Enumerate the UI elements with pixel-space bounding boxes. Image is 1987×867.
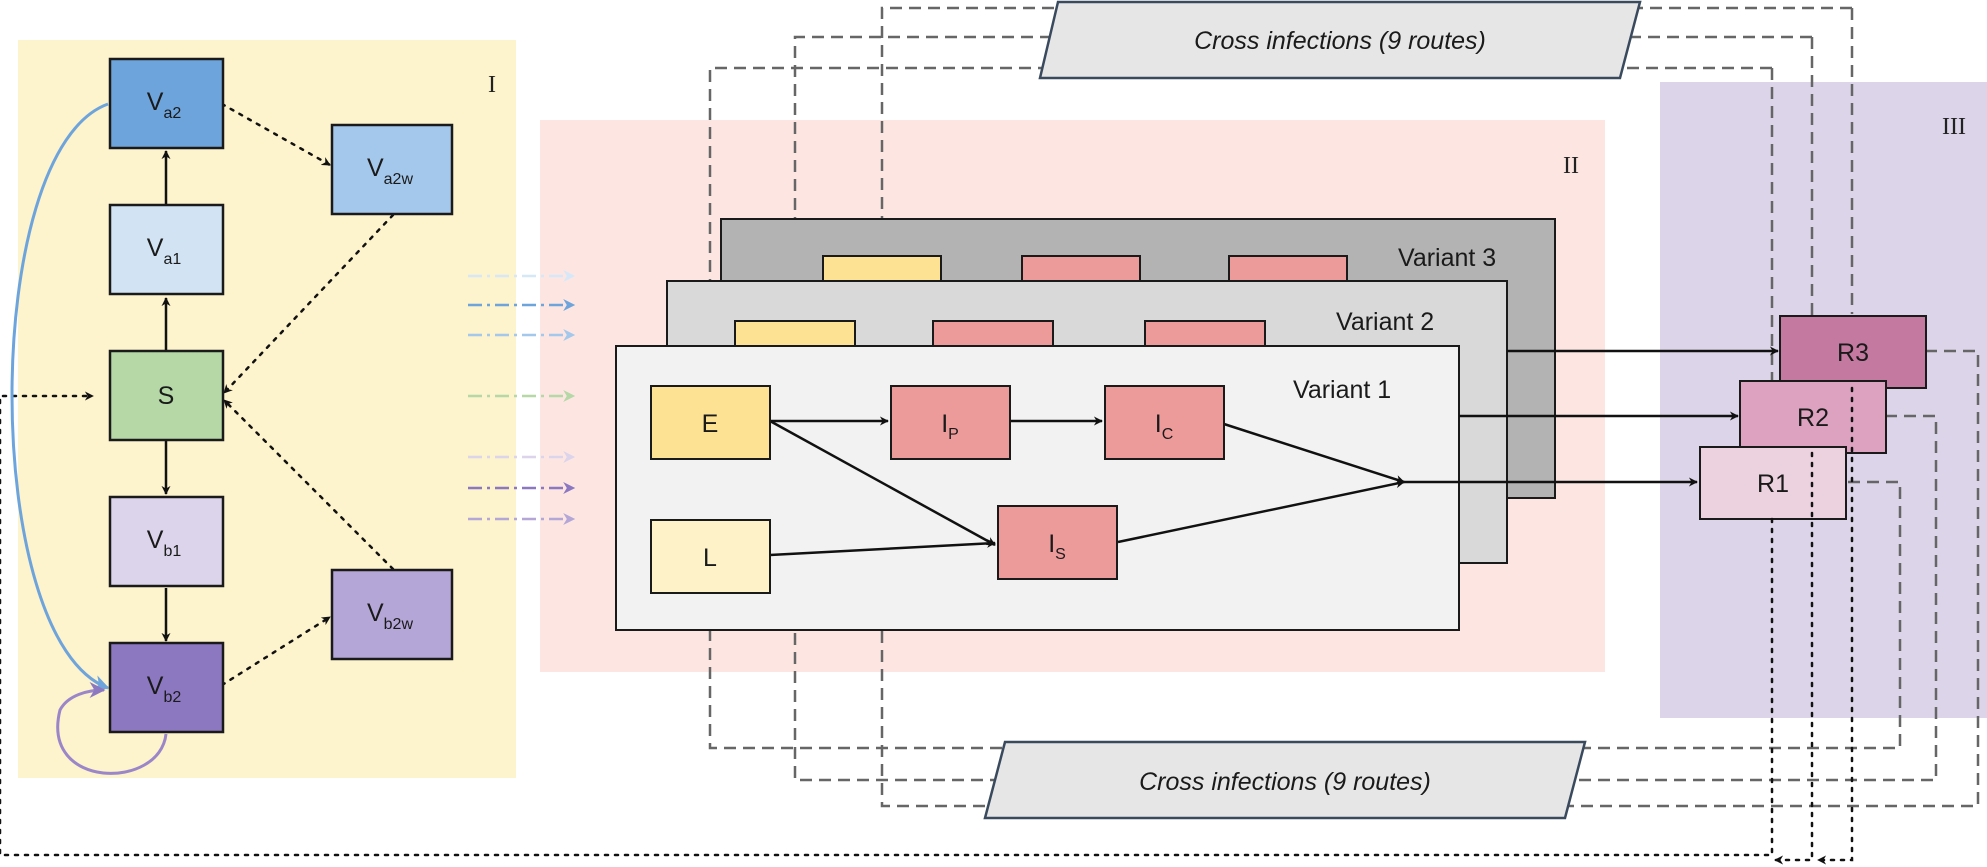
arrow-l-is: [769, 538, 996, 557]
arrow-is-merge: [1117, 479, 1405, 544]
compartment-r1: R1: [1699, 446, 1847, 520]
route-r1-to-bottom: [704, 480, 1902, 750]
cross-infections-bottom: Cross infections (9 routes): [983, 740, 1587, 820]
cross-infections-top: Cross infections (9 routes): [1038, 0, 1642, 80]
compartment-ic: IC: [1104, 385, 1225, 460]
compartment-vb1-label: Vb1: [147, 526, 182, 560]
compartment-va2: Va2: [108, 57, 225, 150]
cross-infections-bottom-label: Cross infections (9 routes): [1139, 768, 1431, 796]
compartment-r2: R2: [1739, 380, 1887, 454]
cross-infections-top-label: Cross infections (9 routes): [1194, 27, 1486, 55]
compartment-l-label: L: [703, 544, 717, 572]
compartment-e-label: E: [702, 410, 719, 438]
compartment-va2w-label: Va2w: [367, 154, 413, 188]
arrow-vb2w-s: [222, 398, 395, 571]
arrow-va2w-s: [222, 213, 395, 395]
region-iii-label: III: [1942, 114, 1966, 140]
compartment-va1-label: Va1: [147, 234, 182, 268]
arrow-e-is: [769, 419, 996, 547]
compartment-va2-label: Va2: [147, 88, 182, 122]
compartment-s-label: S: [158, 382, 175, 410]
arrow-vb2-self-loop: [56, 682, 168, 775]
arrow-r2-loop: [1773, 451, 1814, 865]
variant-1-label: Variant 1: [1293, 376, 1391, 404]
compartment-vb2w-label: Vb2w: [367, 599, 413, 633]
compartment-va1: Va1: [108, 203, 225, 296]
compartment-vb2-label: Vb2: [147, 672, 182, 706]
region-i-label: I: [488, 72, 496, 98]
arrow-va2-va2w: [220, 102, 332, 167]
arrow-vb2-vb2w: [220, 615, 332, 687]
arrow-recovered-loop: [0, 391, 1774, 857]
compartment-ip-label: IP: [941, 410, 959, 443]
route-r2-to-bottom: [793, 414, 1938, 782]
compartment-va2w: Va2w: [330, 123, 454, 216]
inflow-arrows: [468, 270, 576, 525]
waning-flows: [0, 102, 1854, 865]
variant-3-label: Variant 3: [1398, 244, 1496, 272]
compartment-is: IS: [997, 505, 1118, 580]
compartment-is-label: IS: [1048, 530, 1066, 563]
variant-1-flows: [769, 346, 1779, 557]
compartment-ip: IP: [890, 385, 1011, 460]
compartment-r1-label: R1: [1757, 470, 1789, 498]
compartment-vb1: Vb1: [108, 495, 225, 588]
arrow-r3-loop: [1816, 386, 1854, 865]
route-r3-to-bottom: [880, 349, 1980, 808]
region-ii-label: II: [1563, 153, 1579, 179]
variant-2-label: Variant 2: [1336, 308, 1434, 336]
compartment-s: S: [108, 349, 225, 442]
compartment-vb2w: Vb2w: [330, 568, 454, 661]
compartment-r2-label: R2: [1797, 404, 1829, 432]
arrow-ic-merge: [1223, 422, 1405, 484]
compartment-l: L: [650, 519, 771, 594]
compartment-ic-label: IC: [1155, 410, 1174, 443]
compartment-r3-label: R3: [1837, 339, 1869, 367]
arrow-va2-vb2-curve: [10, 102, 110, 691]
compartment-r3: R3: [1779, 315, 1927, 389]
compartment-vb2: Vb2: [108, 641, 225, 734]
compartment-e: E: [650, 385, 771, 460]
